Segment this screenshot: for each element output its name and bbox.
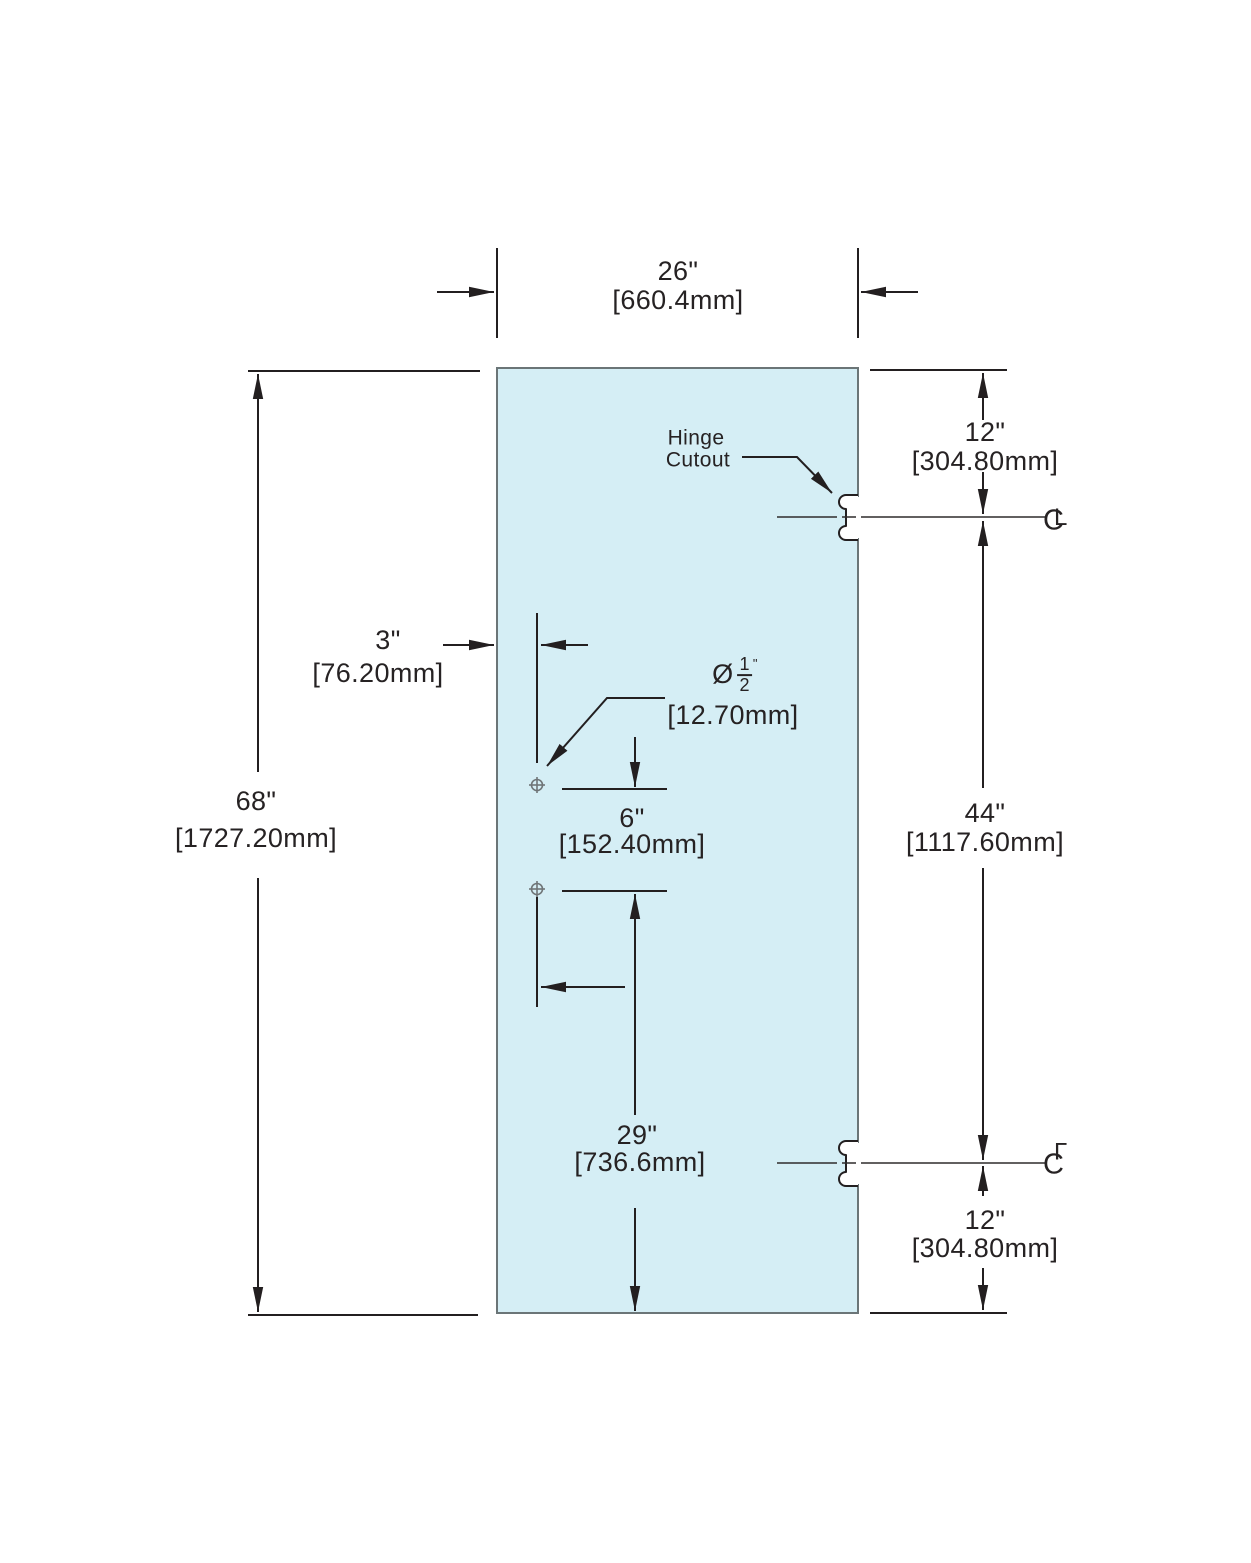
dim-top-hinge-inches: 12": [964, 417, 1006, 448]
dim-hole-diameter-mm: [12.70mm]: [667, 700, 799, 731]
hole-bottom-mark: [529, 881, 545, 897]
door-panel: [496, 367, 859, 1314]
dim-height-mm: [1727.20mm]: [175, 823, 337, 854]
height-dimension-lines: [248, 370, 480, 1316]
hole-diameter-leader: [546, 697, 665, 767]
dim-hole-gap-inches: 6": [619, 803, 645, 834]
dim-hinge-span-mm: [1117.60mm]: [906, 827, 1064, 858]
hinge-cutout-label-line2: Cutout: [665, 448, 731, 472]
hole-top-mark: [529, 777, 545, 793]
dim-hole-gap-mm: [152.40mm]: [558, 829, 706, 860]
dim-bottom-hinge-inches: 12": [964, 1205, 1006, 1236]
diameter-symbol: Ø: [712, 659, 734, 690]
dim-width-inches: 26": [657, 256, 699, 287]
right-extension-lines: [870, 369, 1007, 1314]
centerline-symbol-bottom: C L: [1043, 1137, 1068, 1181]
dim-hole-bottom-inches: 29": [616, 1120, 658, 1151]
diameter-fraction: 1 2: [737, 654, 752, 695]
dim-hole-edge-mm: [76.20mm]: [312, 658, 444, 689]
hole-gap-dimension-lines: [562, 737, 667, 892]
hinge-cutout-bottom-opening: [856, 1143, 863, 1184]
lower-hole-reference-lines: [536, 897, 625, 1007]
width-dimension-lines: [437, 248, 918, 338]
inch-mark: ": [752, 656, 758, 672]
dim-width-mm: [660.4mm]: [612, 285, 744, 316]
hinge-cutout-leader: [742, 456, 833, 494]
dim-hole-edge-inches: 3": [375, 625, 401, 656]
hinge-cutout-label-line1: Hinge: [667, 426, 725, 450]
centerline-symbol-top: C L: [1043, 504, 1068, 537]
dim-hinge-span-inches: 44": [964, 798, 1006, 829]
dim-bottom-hinge-mm: [304.80mm]: [911, 1233, 1059, 1264]
hinge-cutout-top-opening: [856, 497, 863, 538]
dim-hole-diameter: Ø 1 2 ": [712, 655, 758, 695]
dim-hole-bottom-mm: [736.6mm]: [574, 1147, 706, 1178]
dim-top-hinge-mm: [304.80mm]: [911, 446, 1059, 477]
hole-edge-dimension-lines: [443, 613, 588, 763]
dim-height-inches: 68": [235, 786, 277, 817]
